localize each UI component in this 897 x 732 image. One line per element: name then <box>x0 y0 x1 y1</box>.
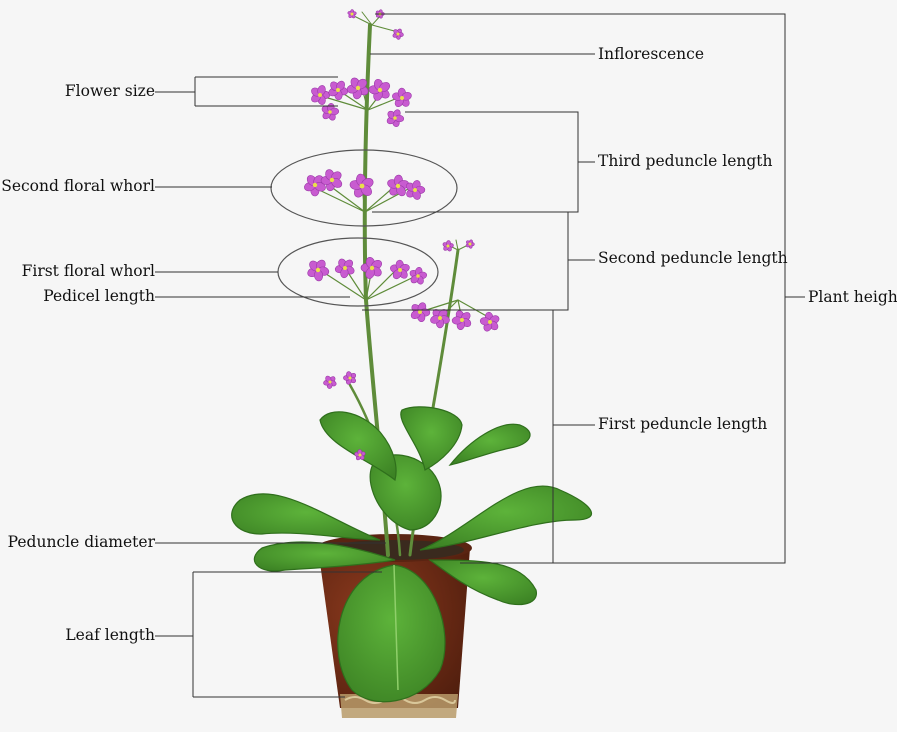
third-peduncle-length-label: Third peduncle length <box>598 152 773 170</box>
second-peduncle-bracket <box>362 212 568 310</box>
second-floral-whorl-label: Second floral whorl <box>1 177 155 195</box>
second-peduncle-length-label: Second peduncle length <box>598 249 788 267</box>
primrose-flower <box>310 84 330 105</box>
primrose-flower <box>369 78 392 101</box>
flower-size-label: Flower size <box>65 82 155 100</box>
primrose-flower <box>349 173 375 199</box>
primrose-flower <box>347 10 356 19</box>
primrose-flower <box>409 267 428 286</box>
primrose-flower <box>335 258 356 279</box>
primrose-flower <box>465 239 474 248</box>
primrose-flower <box>327 80 348 101</box>
primrose-flower <box>343 371 356 385</box>
primrose-flower <box>306 258 329 281</box>
flower-size-bracket <box>155 77 338 106</box>
primrose-flower <box>389 260 410 280</box>
annotation-lines <box>155 14 805 697</box>
first-peduncle-length-label: First peduncle length <box>598 415 767 433</box>
primrose-flower <box>323 375 337 389</box>
primrose-flower <box>392 28 404 40</box>
primrose-flower <box>386 109 404 128</box>
inflorescence-label: Inflorescence <box>598 45 704 63</box>
peduncle-diameter-label: Peduncle diameter <box>8 533 155 551</box>
first-floral-whorl-label: First floral whorl <box>22 262 155 280</box>
plant-height-label: Plant height <box>808 288 897 306</box>
third-peduncle-bracket <box>372 112 578 212</box>
leaf-length-label: Leaf length <box>65 626 155 644</box>
primrose-flower <box>442 240 454 252</box>
pedicel-length-label: Pedicel length <box>43 287 155 305</box>
primrose-flower <box>391 88 412 108</box>
primrose-flower <box>480 312 501 333</box>
primrose-flower <box>410 301 431 322</box>
primrose-flower <box>452 309 473 330</box>
